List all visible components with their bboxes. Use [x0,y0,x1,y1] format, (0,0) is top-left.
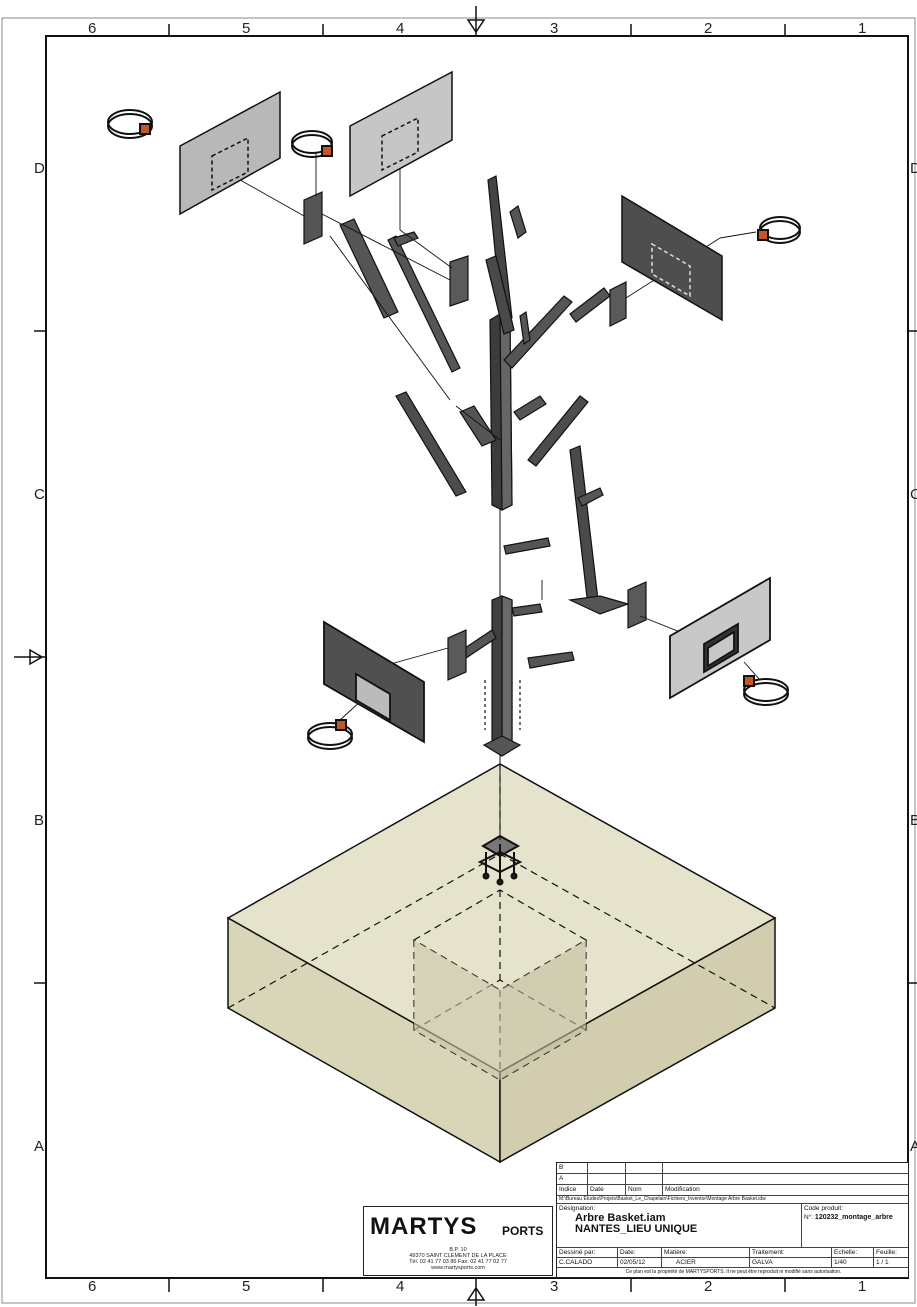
code-label: Code produit: [804,1205,844,1212]
zone-row-c-right: C [910,486,917,503]
zone-col-6-bottom: 6 [88,1278,97,1295]
rev-row-b: B [557,1163,908,1174]
inner-pit-shade [414,940,500,1080]
info-values-row: C.CALADO 02/05/12 ACIER GALVA 1/40 1 / 1 [557,1258,908,1268]
company-logo-block: MARTYS PORTS B.P. 10 49370 SAINT CLEMENT… [363,1206,553,1276]
upper-branches [303,191,627,497]
inner-pit-shade-right [500,940,586,1080]
logo-address-2: 49370 SAINT CLEMENT DE LA PLACE [409,1253,507,1259]
zone-col-2-top: 2 [704,20,713,37]
zone-ticks [34,24,917,1292]
rev-indice-header: Indice [559,1186,577,1193]
sheet-outer-frame [1,17,916,1304]
rev-modification-header: Modification [662,1185,908,1195]
hoop-rims [107,109,801,750]
rev-b-label: B [559,1164,564,1171]
rev-nom-header: Nom [625,1185,662,1195]
backboard-top-left [179,90,281,216]
matiere-value: ACIER [661,1258,749,1267]
zone-col-5-bottom: 5 [242,1278,251,1295]
backboard-right-dark [621,194,723,322]
designation-row: Désignation: Arbre Basket.iam NANTES_LIE… [557,1204,908,1248]
logo-brand-suffix: PORTS [502,1224,544,1238]
centering-marks [14,6,486,1306]
zone-row-a-right: A [910,1138,917,1155]
zone-row-c-left: C [34,486,45,503]
traitement-value: GALVA [749,1258,831,1267]
echelle-label: Echelle: [831,1248,873,1257]
logo-brand: MARTYS [370,1213,478,1240]
upper-trunk [485,175,527,511]
zone-row-a-left: A [34,1138,45,1155]
backboard-lower-left [323,620,425,744]
dessine-value: C.CALADO [559,1259,593,1266]
title-block: B A Indice Date Nom Modification M:\Bure… [556,1162,909,1278]
feuille-value: 1 / 1 [873,1258,908,1267]
dessine-label: Dessiné par: [559,1249,596,1256]
date-label: Date: [617,1248,661,1257]
designation-line-1: Arbre Basket.iam [575,1212,666,1224]
feuille-label: Feuille: [873,1248,908,1257]
logo-address-1: B.P. 10 [449,1247,467,1253]
rev-a-label: A [559,1175,564,1182]
matiere-label: Matière: [661,1248,749,1257]
backboard-lower-right [669,576,771,700]
zone-col-3-bottom: 3 [550,1278,559,1295]
zone-col-2-bottom: 2 [704,1278,713,1295]
zone-col-5-top: 5 [242,20,251,37]
zone-row-b-left: B [34,812,45,829]
zone-col-3-top: 3 [550,20,559,37]
zone-col-1-top: 1 [858,20,867,37]
lower-trunk [482,595,522,757]
code-prefix: N°: [804,1214,814,1221]
zone-row-b-right: B [910,812,917,829]
zone-col-6-top: 6 [88,20,97,37]
ownership-notice: Ce plan est la propriété de MARTYSPORTS.… [625,1269,842,1275]
concrete-foundation [226,763,777,1164]
rev-row-a: A [557,1174,908,1185]
logo-address-3: Tél. 02 41 77 03 86 Fax: 02 41 77 02 77 [409,1259,507,1265]
backboard-top-center [349,70,453,198]
file-path-row: M:\Bureau Etudes\Projets\Basket_Le_Chape… [557,1196,908,1204]
echelle-value: 1/40 [831,1258,873,1267]
zone-row-d-left: D [34,160,45,177]
designation-label: Désignation: [559,1205,596,1212]
zone-col-1-bottom: 1 [858,1278,867,1295]
designation-line-2: NANTES_LIEU UNIQUE [575,1223,698,1235]
zone-col-4-bottom: 4 [396,1278,405,1295]
info-labels-row: Dessiné par: Date: Matière: Traitement: … [557,1248,908,1258]
traitement-label: Traitement: [749,1248,831,1257]
file-path: M:\Bureau Etudes\Projets\Basket_Le_Chape… [559,1196,766,1202]
date-value: 02/05/12 [617,1258,661,1267]
rev-header-row: Indice Date Nom Modification [557,1185,908,1196]
designation-cell: Désignation: Arbre Basket.iam NANTES_LIE… [557,1204,801,1247]
code-value: 120232_montage_arbre [814,1214,893,1221]
anchor-cage [477,834,523,886]
footer-row: Ce plan est la propriété de MARTYSPORTS.… [557,1268,908,1277]
lower-arm-right [503,445,647,629]
logo-address-4: www.martysports.com [431,1265,485,1271]
zone-row-d-right: D [910,160,917,177]
rev-date-header: Date [587,1185,625,1195]
code-cell: Code produit: N°: 120232_montage_arbre [801,1204,908,1247]
lower-arm-left [447,629,575,681]
zone-col-4-top: 4 [396,20,405,37]
